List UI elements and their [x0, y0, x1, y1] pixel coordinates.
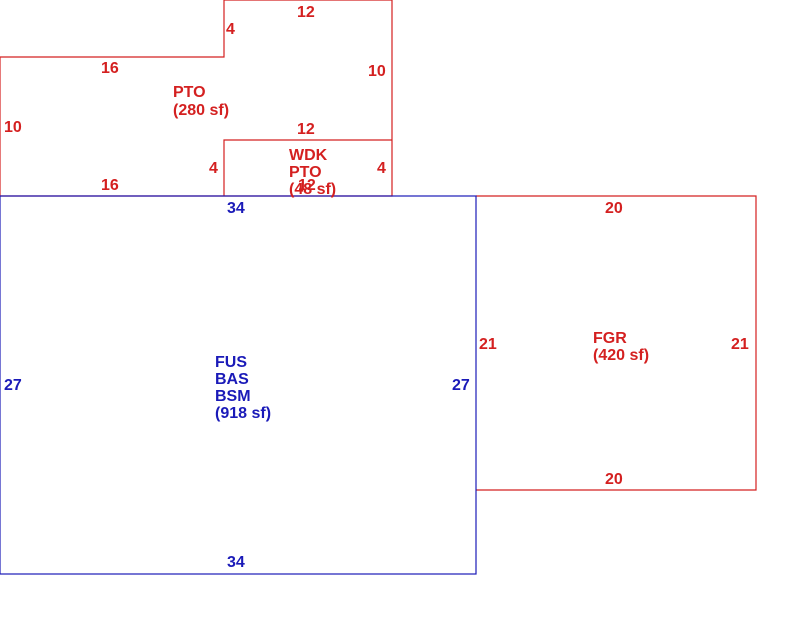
dim-pto-bottom: 16 [101, 177, 119, 194]
main-code-bsm: BSM [215, 388, 251, 405]
dim-pto-notch: 4 [226, 21, 235, 38]
dim-wdk-bottom: 12 [298, 177, 316, 194]
dim-pto-upper-left: 16 [101, 60, 119, 77]
main-area: (918 sf) [215, 405, 271, 422]
dim-fgr-left: 21 [479, 336, 497, 353]
main-code-bas: BAS [215, 371, 249, 388]
wdk-code: WDK [289, 147, 328, 164]
dim-pto-top: 12 [297, 4, 315, 21]
wdk-area: (48 sf) [289, 181, 336, 198]
wdk-outline [223, 139, 392, 196]
dim-main-bottom: 34 [227, 554, 245, 571]
main-living-outline [0, 195, 477, 575]
dim-fgr-right: 21 [731, 336, 749, 353]
dim-main-right: 27 [452, 377, 470, 394]
dim-wdk-left: 4 [209, 160, 218, 177]
wdk-code-2: PTO [289, 164, 322, 181]
dim-pto-right: 10 [368, 63, 386, 80]
fgr-code: FGR [593, 330, 627, 347]
fgr-outline [476, 195, 757, 491]
pto-area: (280 sf) [173, 102, 229, 119]
dim-pto-inner: 12 [297, 121, 315, 138]
dim-pto-left: 10 [4, 119, 22, 136]
dim-wdk-right: 4 [377, 160, 386, 177]
pto-outline [0, 0, 393, 197]
dim-fgr-bottom: 20 [605, 471, 623, 488]
dim-main-left: 27 [4, 377, 22, 394]
dim-fgr-top: 20 [605, 200, 623, 217]
fgr-area: (420 sf) [593, 347, 649, 364]
main-code-fus: FUS [215, 354, 247, 371]
dim-main-top: 34 [227, 200, 245, 217]
pto-code: PTO [173, 84, 206, 101]
